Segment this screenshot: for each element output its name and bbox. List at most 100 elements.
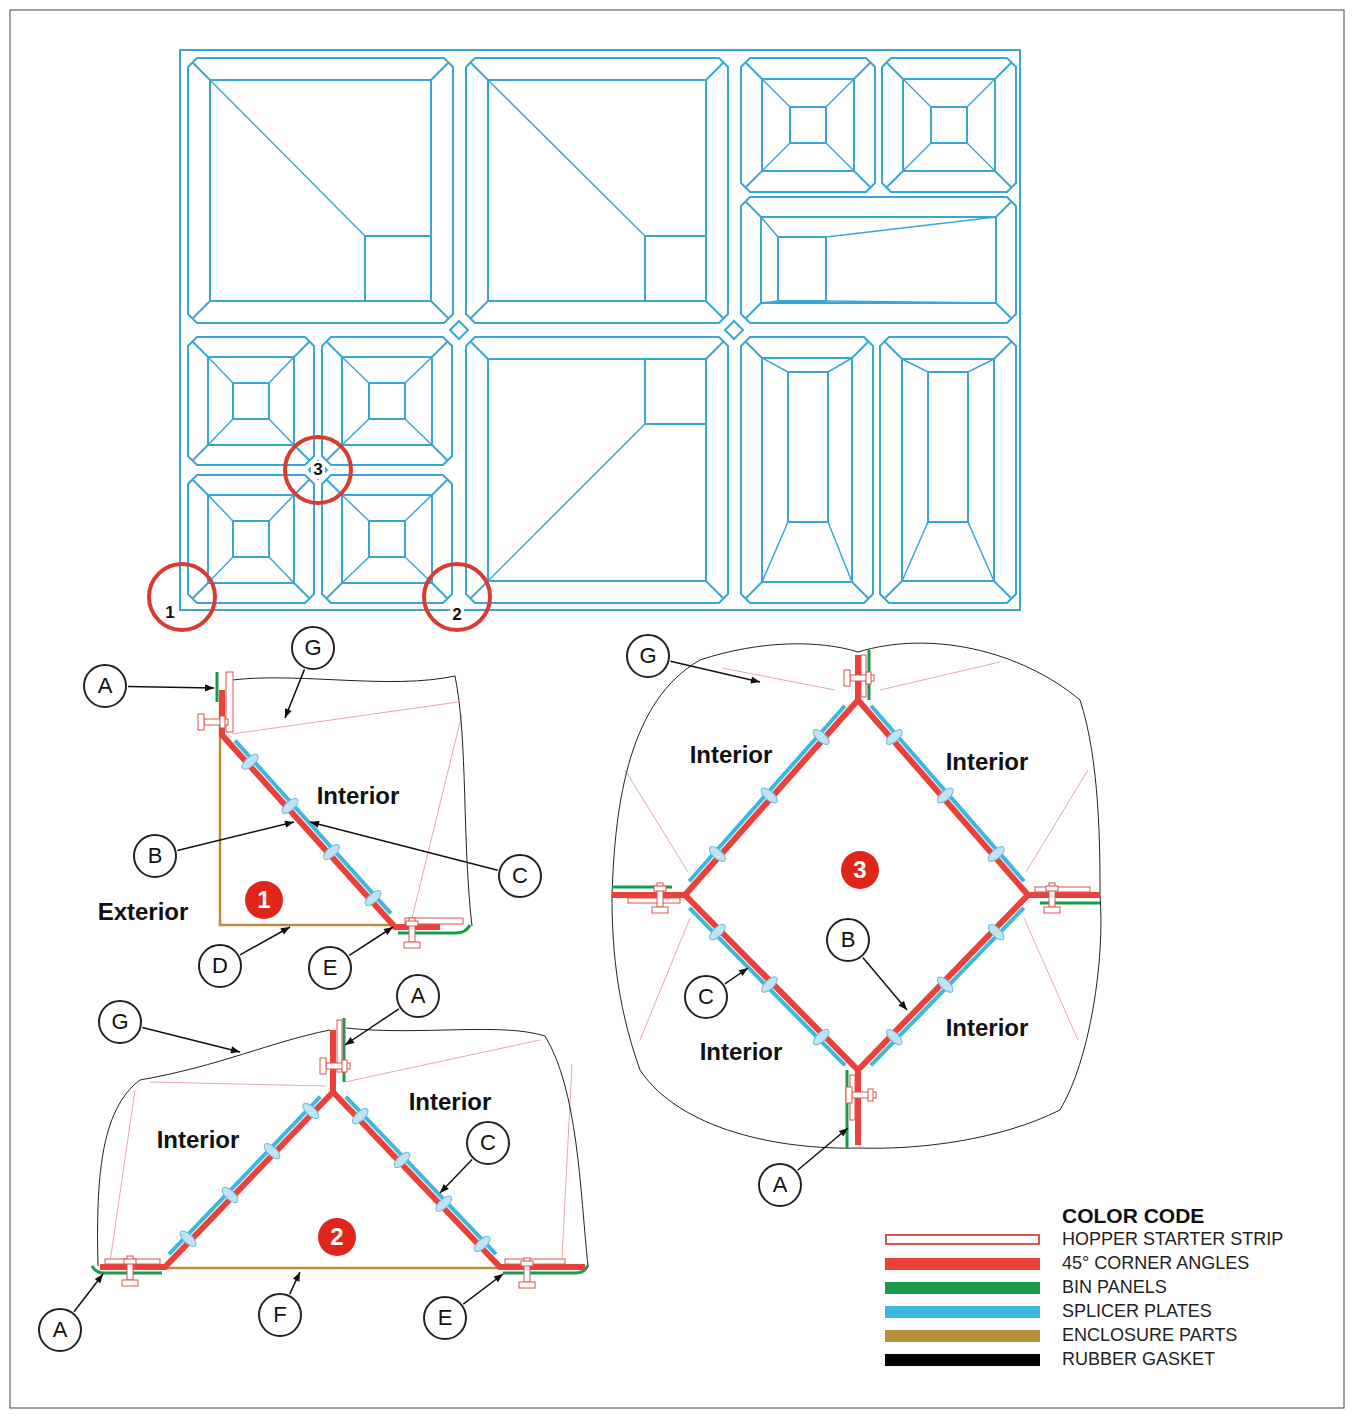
- leader-arrow: [670, 661, 760, 682]
- callout-letter: C: [512, 864, 528, 888]
- detail-marker-ring: 2: [422, 562, 492, 632]
- callout-circle: A: [38, 1308, 82, 1352]
- hopper-slope: [405, 495, 432, 521]
- callout-circle: D: [198, 944, 242, 988]
- splicer-plate: [689, 908, 845, 1065]
- legend-title: COLOR CODE: [1062, 1204, 1204, 1227]
- region-label: Interior: [690, 742, 773, 768]
- hopper-slope: [342, 419, 369, 445]
- bolt: [707, 844, 728, 864]
- starter-strip: [1035, 887, 1090, 892]
- bolt-head: [1044, 907, 1060, 913]
- corner-miter: [193, 583, 209, 599]
- callout-letter: A: [411, 984, 426, 1008]
- detail-number-disc: 3: [841, 851, 879, 889]
- enclosure-part: [165, 1267, 500, 1270]
- hopper-slope: [826, 79, 854, 107]
- corner-miter: [327, 480, 343, 496]
- legend-text: ENCLOSURE PARTS: [1062, 1326, 1237, 1346]
- hopper-band: [762, 79, 854, 171]
- hopper-outline: [741, 58, 875, 192]
- starter-strip: [105, 1259, 160, 1264]
- corner-miter: [431, 301, 449, 319]
- bolt-nut: [866, 672, 871, 684]
- break-outline: [612, 643, 1101, 1148]
- hopper-outline: [741, 337, 873, 603]
- callout-circle: B: [826, 918, 870, 962]
- corner-miter: [887, 63, 904, 80]
- hopper-slope: [208, 495, 233, 521]
- hopper-slope: [761, 301, 778, 303]
- callout-letter: A: [53, 1318, 68, 1342]
- bolt: [280, 796, 301, 816]
- bolt: [986, 922, 1007, 942]
- bolt: [884, 727, 905, 747]
- callout-number: 1: [163, 604, 176, 623]
- hopper-slope: [762, 143, 790, 171]
- corner-miter: [706, 301, 724, 319]
- hopper-slope-line: [625, 770, 688, 872]
- callout-circle: B: [133, 834, 177, 878]
- bolt-head: [844, 670, 850, 686]
- corner-miter: [854, 63, 871, 80]
- hopper-outlet: [233, 521, 269, 557]
- corner-angle: [222, 690, 440, 927]
- legend-text: 45° CORNER ANGLES: [1062, 1254, 1249, 1274]
- corner-miter: [746, 171, 763, 188]
- bolt-nut: [124, 1259, 136, 1264]
- hopper-outline: [322, 337, 452, 465]
- hopper-outline: [188, 475, 314, 603]
- legend-swatch: [885, 1258, 1040, 1270]
- bolt: [363, 888, 384, 908]
- callout-number: 2: [330, 1224, 343, 1250]
- legend-row: SPLICER PLATES: [885, 1300, 1345, 1324]
- corner-miter: [996, 202, 1012, 218]
- detail-one: [198, 672, 472, 948]
- bolt-head: [652, 907, 668, 913]
- hopper-slope-line: [232, 702, 458, 734]
- hopper-slope: [269, 419, 294, 445]
- region-label: Exterior: [98, 899, 189, 925]
- corner-miter: [294, 480, 310, 496]
- leader-arrow: [290, 1272, 300, 1294]
- bolt-head: [519, 1282, 535, 1288]
- callout-circle: A: [758, 1163, 802, 1207]
- hopper-slope: [761, 217, 778, 237]
- leader-arrow: [798, 1128, 848, 1170]
- bolt: [472, 1234, 493, 1254]
- hopper-slope: [488, 80, 645, 236]
- splicer-plate: [235, 741, 391, 914]
- callout-circle: A: [83, 664, 127, 708]
- callout-number: 1: [257, 887, 270, 913]
- hopper-slope: [405, 557, 432, 583]
- legend-strip-sample: [885, 1234, 1040, 1245]
- bolt-nut: [342, 1060, 347, 1072]
- bolt: [759, 974, 780, 994]
- hopper-slope: [269, 357, 294, 383]
- callout-letter: G: [639, 644, 656, 668]
- bolt-nut: [654, 886, 666, 891]
- break-outline: [232, 676, 472, 926]
- hopper-slope: [762, 79, 790, 107]
- legend-row: 45° CORNER ANGLES: [885, 1252, 1345, 1276]
- hopper-outlet: [645, 236, 706, 301]
- callout-letter: E: [438, 1306, 453, 1330]
- callout-circle: C: [498, 854, 542, 898]
- hopper-outlet: [369, 521, 405, 557]
- bin-panel: [846, 1070, 849, 1148]
- corner-miter: [193, 342, 209, 358]
- bolt-head: [846, 1087, 852, 1103]
- hopper-band: [342, 357, 432, 445]
- corner-miter: [706, 63, 724, 81]
- hopper-band: [761, 217, 996, 303]
- callout-number: 2: [450, 606, 463, 625]
- callout-letter: B: [841, 928, 856, 952]
- hopper-band: [210, 80, 431, 301]
- corner-miter: [327, 583, 343, 599]
- hopper-slope: [968, 522, 994, 581]
- callout-letter: E: [323, 956, 338, 980]
- bolt-head: [320, 1058, 326, 1074]
- corner-miter: [432, 583, 448, 599]
- corner-bolt: [320, 1058, 350, 1074]
